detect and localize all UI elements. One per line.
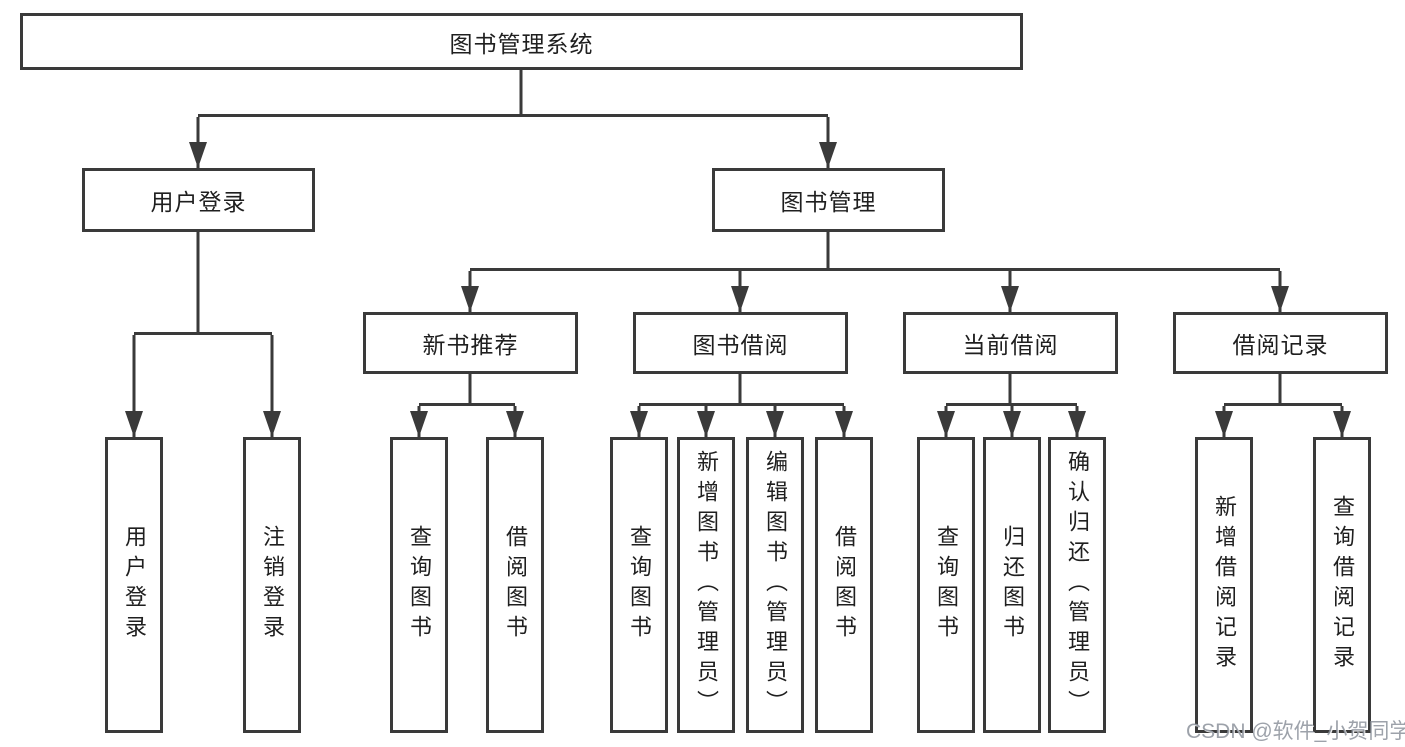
leaf-query-books-1: 查询图书 [390, 437, 448, 733]
leaf-user-login: 用户登录 [105, 437, 163, 733]
leaf-return-books: 归还图书 [983, 437, 1041, 733]
leaf-logout: 注销登录 [243, 437, 301, 733]
node-borrowing-records: 借阅记录 [1173, 312, 1388, 374]
node-current-borrowing: 当前借阅 [903, 312, 1118, 374]
csdn-watermark: CSDN @软件_小贺同学 [1186, 720, 1405, 743]
leaf-confirm-return-admin: 确认归还（管理员） [1048, 437, 1106, 733]
leaf-query-books-2: 查询图书 [610, 437, 668, 733]
leaf-edit-books-admin: 编辑图书（管理员） [746, 437, 804, 733]
arrowhead-group [125, 142, 1351, 437]
node-book-management: 图书管理 [712, 168, 945, 232]
leaf-add-borrow-record: 新增借阅记录 [1195, 437, 1253, 733]
leaf-query-books-3: 查询图书 [917, 437, 975, 733]
node-root-system: 图书管理系统 [20, 13, 1023, 70]
leaf-query-borrow-record: 查询借阅记录 [1313, 437, 1371, 733]
leaf-borrow-books-1: 借阅图书 [486, 437, 544, 733]
node-book-borrowing: 图书借阅 [633, 312, 848, 374]
node-user-login: 用户登录 [82, 168, 315, 232]
leaf-borrow-books-2: 借阅图书 [815, 437, 873, 733]
leaf-add-books-admin: 新增图书（管理员） [677, 437, 735, 733]
node-new-book-recommend: 新书推荐 [363, 312, 578, 374]
